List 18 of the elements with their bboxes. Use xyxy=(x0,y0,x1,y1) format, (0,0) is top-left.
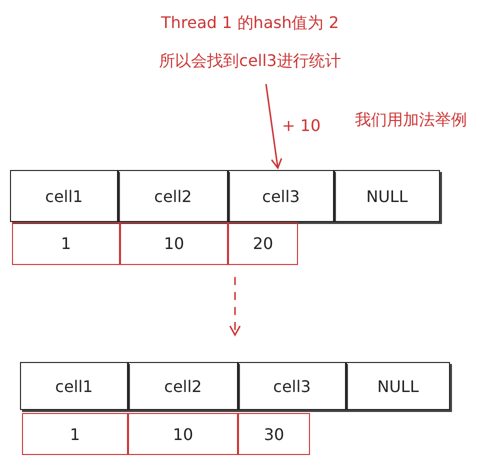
annotation-text: Thread 1 的hash值为 2 所以会找到cell3进行统计 xyxy=(150,4,350,80)
table-cell: cell2 xyxy=(128,362,238,410)
note-text: 我们用加法举例 xyxy=(355,110,467,131)
table-cell: cell1 xyxy=(10,170,118,222)
table-cell: cell3 xyxy=(238,362,346,410)
table-cell: NULL xyxy=(346,362,450,410)
value-cell: 1 xyxy=(12,222,120,265)
table-cell: cell2 xyxy=(118,170,228,222)
value-cell: 30 xyxy=(238,413,310,455)
table-cell: cell3 xyxy=(228,170,334,222)
value-cell: 1 xyxy=(22,413,128,455)
arrow xyxy=(265,84,282,169)
table-cell: cell1 xyxy=(20,362,128,410)
table-cell: NULL xyxy=(334,170,440,222)
value-cell: 10 xyxy=(120,222,228,265)
value-cell: 20 xyxy=(228,222,298,265)
value-cell: 10 xyxy=(128,413,238,455)
edge-label: + 10 xyxy=(282,116,321,135)
